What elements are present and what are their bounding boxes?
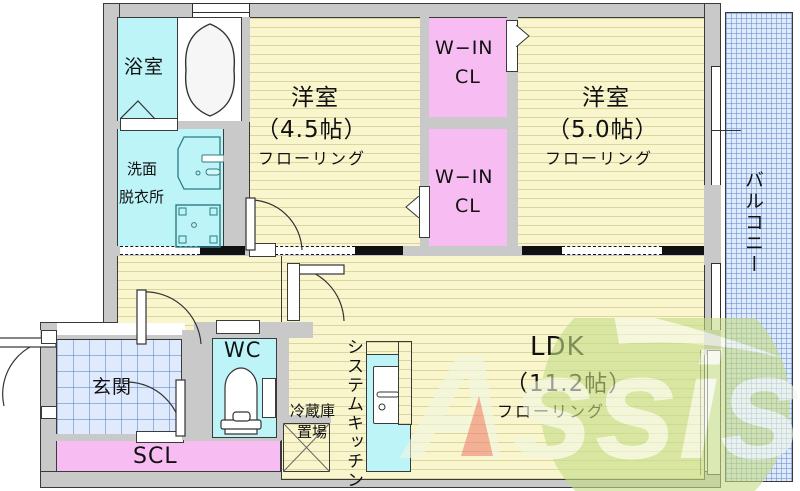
western-room-5p0-size: （5.0帖） [547,117,659,143]
entrance-door-jamb-bottom [41,406,57,419]
threshold-room2-b [662,246,705,255]
washbasin-icon [176,133,224,195]
scl-label: SCL [133,444,178,469]
kitchen-faucet-icon [375,390,407,416]
ldk-glass-door-mullion [700,350,701,475]
entrance-area [56,338,182,438]
entrance-door[interactable] [0,336,60,412]
kitchen-label: システムキッチン [343,338,363,490]
entrance-label: 玄関 [92,376,133,398]
threshold-washroom [200,246,245,255]
western-room-5p0-material: フローリング [545,149,654,168]
wc-door-swing[interactable] [135,288,205,348]
ldk-name: LDK [530,332,585,362]
washroom-label-line2: 脱衣所 [119,188,165,206]
western-room-4p5-name: 洋室 [291,85,339,111]
wall-corridor-step [277,322,313,338]
toilet-tank [262,378,276,418]
wall-washroom-right [224,121,249,253]
wall-closet-room-right [507,17,518,253]
walk-in-closet-top-label-line1: W−IN [435,37,494,59]
washer-pan-icon [174,203,222,249]
kitchen-side-cabinet [398,341,412,425]
window-room2-center-mark [711,130,731,131]
toilet-icon [219,364,263,436]
walk-in-closet-bottom-label-line1: W−IN [435,166,494,188]
window-room2-right [711,66,721,188]
closet-top-door-arrow-icon [516,25,530,47]
room2-sliding-door-b[interactable] [627,246,662,255]
bathroom-label: 浴室 [124,56,165,78]
washroom-sliding-door[interactable] [120,246,200,255]
walk-in-closet-bottom-label-line2: CL [455,195,481,217]
ldk-material: フローリング [497,402,606,421]
wc-door[interactable] [216,320,260,334]
room2-sliding-door-a[interactable] [562,246,627,255]
western-room-5p0-name: 洋室 [582,85,630,111]
fridge-cross-icon [283,423,330,472]
western-room-4p5-area [249,17,421,253]
entrance-hall-door[interactable] [124,376,186,438]
closet-bottom-door-arrow-icon [405,196,419,218]
room1-sliding-door[interactable] [275,246,355,255]
wall-room-closet-left [420,17,429,253]
ldk-size: （11.2帖） [505,371,633,397]
western-room-4p5-material: フローリング [258,149,367,168]
bathroom-door[interactable] [120,118,178,131]
walk-in-closet-bottom-area [428,128,508,253]
western-room-4p5-size: （4.5帖） [256,117,368,143]
western-room-5p0-area [517,17,705,253]
bathtub-icon [182,22,238,118]
wc-label: WC [224,338,262,362]
hall-floor-strip [57,323,185,335]
balcony-label: バルコニー [742,170,764,275]
entrance-door-jamb-top [41,330,57,344]
closet-bottom-door[interactable] [419,186,430,238]
fridge-label-line2: 置場 [297,423,328,441]
walk-in-closet-top-area [428,17,508,118]
walk-in-closet-top-label-line2: CL [455,66,481,88]
wall-right-pillar [704,185,721,265]
wall-upper-rooms-bottom [117,246,705,256]
western-room-4p5-door[interactable] [245,197,308,254]
bathroom-corner-icon [120,98,156,120]
fridge-label-line1: 冷蔵庫 [290,402,336,420]
threshold-room2-a [522,246,562,255]
threshold-room1-a [355,246,403,255]
ldk-sliding-glass-door[interactable] [707,350,721,475]
wall-wc-left [194,322,212,440]
wall-closet-divider [420,117,518,129]
wall-wc-right [277,322,289,440]
ldk-door-jamb [287,263,300,321]
wall-fridge-top [281,415,331,423]
washroom-label-line1: 洗面 [127,160,158,178]
wall-bath-right [242,17,250,122]
wall-bath-washroom [117,121,242,129]
